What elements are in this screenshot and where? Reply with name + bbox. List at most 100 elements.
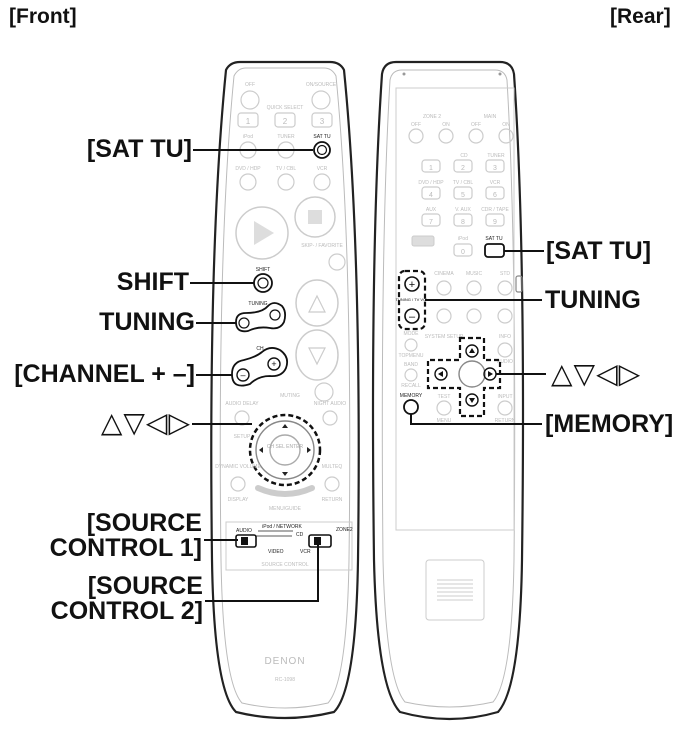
rear-vcr-label: VCR [490,180,501,186]
front-callout-source1-line2: CONTROL 1] [49,534,202,562]
rear-callout-memory: [MEMORY] [545,410,674,438]
front-source-control-label: SOURCE CONTROL [261,562,308,568]
rear-aux-label: AUX [426,207,437,213]
front-tuner-label: TUNER [277,134,295,140]
front-callout-source2-line1: [SOURCE [87,572,203,600]
rear-topmenu-label: TOPMENU [399,353,424,359]
rear-tuning-plus [404,276,420,292]
front-callout-source2-line2: CONTROL 2] [50,597,203,625]
rear-zone2-label: ZONE 2 [423,114,441,120]
rear-mode-label: MODE [404,331,420,337]
front-enter-label: CH SEL ENTER [267,444,304,450]
front-muting-label: MUTING [280,393,300,399]
front-callout-source1: [SOURCE CONTROL 1] [0,511,202,561]
front-skip-label: SKIP- / FAVORITE [301,243,343,249]
front-remote: OFF ON/SOURCE QUICK SELECT 1 2 3 iPod TU… [210,60,360,720]
front-denon-logo: DENON [264,656,305,667]
rear-remote-inner [381,69,516,708]
rear-num-2: 2 [461,165,465,172]
rear-num-8: 8 [461,219,465,226]
rear-return-label: RETURN [495,418,516,424]
front-header: [Front] [9,5,77,28]
rear-num-5: 5 [461,192,465,199]
rear-remote: ZONE 2 MAIN OFF ON OFF ON CD TUNER 1 2 3… [371,60,525,721]
rear-num-7: 7 [429,219,433,226]
front-sat-tu-label: SAT TU [313,134,331,140]
front-dynvol-label: DYNAMIC VOLUME [215,464,261,470]
rear-off2-label: OFF [471,122,481,128]
front-callout-source2: [SOURCE CONTROL 2] [0,574,203,624]
svg-text:+: + [271,359,276,369]
front-shift-text: SHIFT [256,267,270,273]
front-channel-button [231,347,289,387]
front-video-text: VIDEO [268,549,284,555]
rear-input-label: INPUT [498,394,513,400]
front-multeq-label: MULTEQ [322,464,343,470]
front-callout-source1-line1: [SOURCE [86,509,202,537]
rear-on1-label: ON [442,122,450,128]
rear-header: [Rear] [610,5,671,28]
front-off-label: OFF [245,82,255,88]
front-callout-sat-tu: [SAT TU] [86,135,192,163]
rear-num-6: 6 [493,192,497,199]
front-return-label: RETURN [322,497,343,503]
rear-vaux-label: V. AUX [455,207,471,213]
front-quick-select-label: QUICK SELECT [267,105,304,111]
front-remote-inner [219,67,351,709]
leader-rear-memory [410,414,542,425]
front-menu-guide-label: MENU/GUIDE [269,506,302,512]
rear-audio-label: AUDIO [497,359,513,365]
front-callout-tuning: TUNING [99,308,195,336]
rear-dvd-label: DVD / HDP [418,180,444,186]
rear-test-label: TEST [438,394,451,400]
front-remote-body [210,60,360,720]
front-on-source-label: ON/SOURCE [306,82,337,88]
rear-num-9: 9 [493,219,497,226]
rear-ipod-label: iPod [458,236,468,242]
rear-num-1: 1 [429,165,433,172]
front-btn-2: 2 [283,117,288,126]
front-btn-3: 3 [320,117,325,126]
rear-callout-sat-tu: [SAT TU] [546,237,652,265]
rear-menu-label: MENU [437,418,452,424]
front-btn-1: 1 [246,117,251,126]
rear-system-setup-label: SYSTEM SETUP [425,334,464,340]
front-sat-tu-button [313,141,331,159]
callout-lines [190,149,546,602]
rear-tv-label: TV / CBL [453,180,474,186]
front-tuning-button [235,302,287,333]
rear-recall-label: RECALL [401,383,421,389]
front-callout-arrows: △▽◁▷ [100,407,191,438]
front-ch-text: CH [256,346,264,352]
rear-callout-tuning: TUNING [545,286,641,314]
front-display-label: DISPLAY [228,497,249,503]
rear-callout-arrows: △▽◁▷ [551,358,642,389]
front-tuning-text: TUNING [248,301,267,307]
front-ipod-label: iPod [243,134,253,140]
rear-num-0: 0 [461,249,465,256]
front-night-audio-label: NIGHT AUDIO [314,401,347,407]
rear-memory-text: MEMORY [400,393,423,399]
rear-tuning-tvvol-text: TUNING / TV VOL [396,297,430,302]
svg-text:+: + [409,279,415,291]
front-vcr-switch-text: VCR [300,549,311,555]
front-audio-text: AUDIO [236,528,252,534]
rear-remote-body [371,60,525,721]
rear-sat-tu-button [484,243,505,258]
rear-std-label: STD [500,271,510,277]
rear-num-3: 3 [493,165,497,172]
front-callout-channel: [CHANNEL + –] [14,360,195,388]
front-cd-text: CD [296,532,304,538]
rear-sat-tu-text: SAT TU [485,236,503,242]
front-vcr-label: VCR [317,166,328,172]
front-setup-label: SETUP [234,434,251,440]
rear-band-label: BAND [404,362,418,368]
front-model-text: RC-1098 [275,677,295,683]
rear-cinema-label: CINEMA [434,271,454,277]
front-callout-shift: SHIFT [116,268,189,296]
rear-main-label: MAIN [484,114,497,120]
rear-cd-label: CD [460,153,468,159]
rear-music-label: MUSIC [466,271,483,277]
